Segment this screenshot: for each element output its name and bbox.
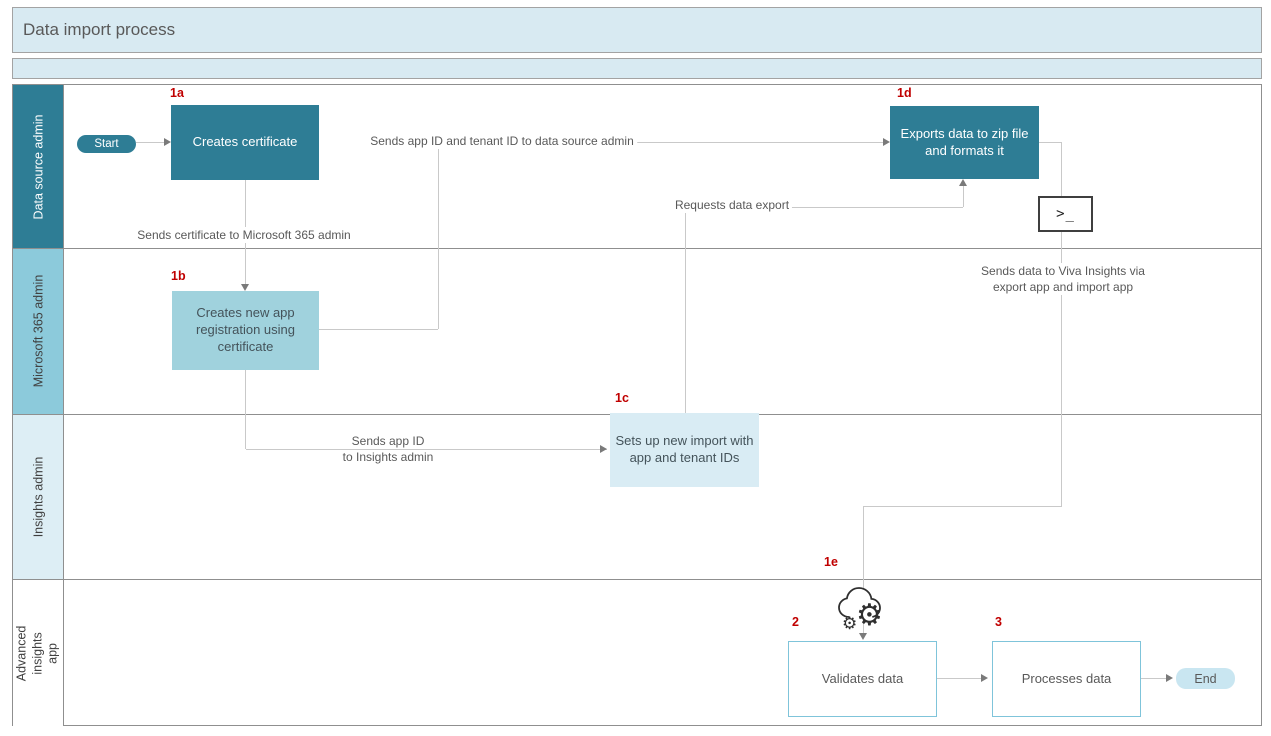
gear-icon: ⚙ xyxy=(842,614,858,634)
edge-label-line: export app and import app xyxy=(992,280,1134,294)
step-label-3: 3 xyxy=(995,615,1002,629)
edge-1b-riser-h xyxy=(319,329,438,330)
step-label-1a: 1a xyxy=(170,86,184,100)
lane-data-source-admin: Data source admin xyxy=(13,85,63,248)
edge-start-to-1a xyxy=(136,142,168,143)
edge-label-requests-export: Requests data export xyxy=(671,197,793,213)
lane-microsoft-365-admin: Microsoft 365 admin xyxy=(13,248,63,414)
step-label-1d: 1d xyxy=(897,86,912,100)
edge-to-cloud-v xyxy=(863,506,864,633)
arrowhead xyxy=(859,633,867,640)
edge-1b-riser-v xyxy=(438,143,439,329)
end-node: End xyxy=(1176,668,1235,689)
edge-label-line: to Insights admin xyxy=(342,450,434,464)
arrowhead xyxy=(241,284,249,291)
edge-label-app-id: Sends app ID to Insights admin xyxy=(343,433,434,465)
arrowhead xyxy=(600,445,607,453)
lane-label-text: Microsoft 365 admin xyxy=(31,274,45,388)
arrowhead xyxy=(883,138,890,146)
edge-to-1c-h xyxy=(246,449,607,450)
edge-label-line: Sends app ID xyxy=(351,434,425,448)
lane-advanced-insights-app: Advanced insights app xyxy=(13,579,63,727)
lane-label-text: Data source admin xyxy=(31,114,46,219)
arrowhead xyxy=(1166,674,1173,682)
edge-1d-out-h xyxy=(1039,142,1061,143)
step-label-1e: 1e xyxy=(824,555,838,569)
edge-processes-to-end xyxy=(1141,678,1170,679)
step-label-2: 2 xyxy=(792,615,799,629)
edge-1d-down-v xyxy=(1061,142,1062,506)
start-node: Start xyxy=(77,135,136,153)
cloud-outline xyxy=(838,587,881,618)
edge-1b-down-v xyxy=(245,370,246,449)
terminal-icon: >_ xyxy=(1038,196,1093,232)
step-label-1b: 1b xyxy=(171,269,186,283)
node-sets-up-import: Sets up new import with app and tenant I… xyxy=(610,413,759,487)
edge-label-line: Sends data to Viva Insights via xyxy=(981,264,1145,278)
step-label-1c: 1c xyxy=(615,391,629,405)
edge-1c-request-v xyxy=(685,207,686,413)
label-column-separator xyxy=(63,85,64,725)
arrowhead xyxy=(164,138,171,146)
lane-label-text: Insights admin xyxy=(31,456,46,537)
arrowhead xyxy=(959,179,967,186)
gear-icon: ⚙ xyxy=(856,598,883,633)
subtitle-bar xyxy=(12,58,1262,79)
node-creates-certificate: Creates certificate xyxy=(171,105,319,180)
edge-elbow-h xyxy=(863,506,1062,507)
edge-request-h xyxy=(685,207,963,208)
node-creates-app-registration: Creates new app registration using certi… xyxy=(172,291,319,370)
arrowhead xyxy=(981,674,988,682)
edge-label-cert-to-m365: Sends certificate to Microsoft 365 admin xyxy=(134,227,354,243)
page-title: Data import process xyxy=(23,20,176,39)
edge-label-sends-viva: Sends data to Viva Insights via export a… xyxy=(978,263,1148,295)
title-bar: Data import process xyxy=(12,7,1262,53)
lane-insights-admin: Insights admin xyxy=(13,414,63,579)
edge-validates-to-processes xyxy=(937,678,984,679)
lane-separator xyxy=(13,579,1261,580)
edge-label-app-tenant: Sends app ID and tenant ID to data sourc… xyxy=(367,133,637,149)
edge-request-up xyxy=(963,184,964,207)
cloud-gear-icon: ⚙ ⚙ xyxy=(835,583,891,641)
lane-label-text: Advanced insights app xyxy=(14,625,60,681)
swimlane-diagram: Data source admin Microsoft 365 admin In… xyxy=(12,84,1262,727)
node-exports-data: Exports data to zip file and formats it xyxy=(890,106,1039,179)
lane-separator xyxy=(13,248,1261,249)
node-processes-data: Processes data xyxy=(992,641,1141,717)
node-validates-data: Validates data xyxy=(788,641,937,717)
edge-to-1d xyxy=(438,142,884,143)
